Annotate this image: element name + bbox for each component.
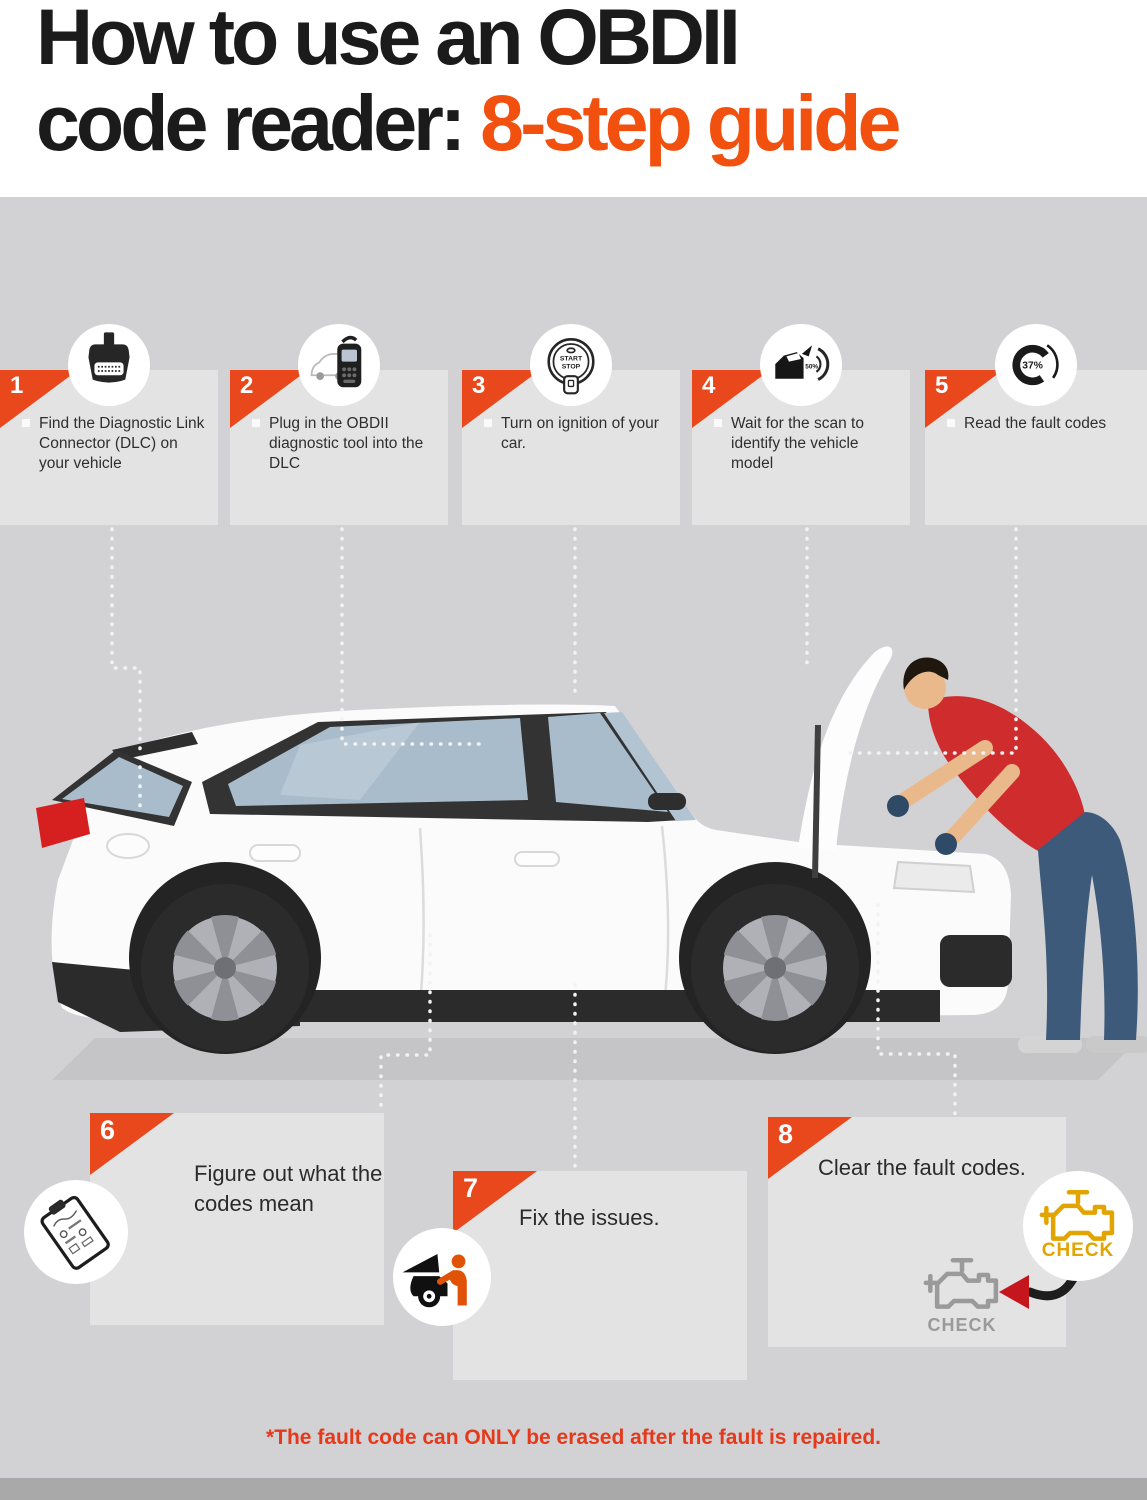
bottom-band: [0, 1478, 1147, 1500]
open-hood: [798, 646, 893, 850]
bullet-square: [484, 419, 492, 427]
glove-far: [887, 795, 909, 817]
check-label-on: CHECK: [1041, 1240, 1115, 1261]
step-card-4: 4 50% Wait for the scan to identify the …: [692, 324, 910, 525]
jeans: [1038, 812, 1138, 1040]
svg-text:37%: 37%: [1022, 360, 1043, 371]
step-card-5: 5 37% Read the fault codes: [925, 324, 1147, 525]
vehicle-scan-icon: 50%: [760, 324, 842, 406]
step-text: Turn on ignition of your car.: [501, 415, 659, 452]
glove-near: [935, 833, 957, 855]
step-text: Clear the fault codes.: [818, 1155, 1026, 1180]
headlight: [892, 860, 976, 894]
title-accent: 8-step guide: [480, 78, 901, 167]
glass-reflection: [280, 722, 420, 800]
step-number: 7: [463, 1173, 479, 1203]
step-number: 6: [100, 1115, 116, 1145]
title-line1: How to use an OBDII: [36, 0, 741, 81]
ground-shadow: [52, 1038, 1140, 1080]
arm-far: [897, 740, 993, 808]
door-handle-front: [514, 851, 560, 867]
step-card-2: 2 Plug in the OBDII diagnostic tool into…: [230, 324, 448, 525]
step-text: Figure out what the codes mean: [194, 1161, 383, 1216]
mechanic-repair-icon: [393, 1228, 491, 1326]
car: [36, 646, 1012, 1054]
fuel-door: [106, 833, 150, 859]
step-number: 4: [702, 372, 716, 399]
step-text: Wait for the scan to identify the vehicl…: [731, 415, 864, 472]
step-text-wrap: Plug in the OBDII diagnostic tool into t…: [252, 414, 438, 474]
rear-door-window: [228, 718, 528, 806]
step-text: Fix the issues.: [519, 1205, 660, 1230]
svg-text:START: START: [560, 356, 583, 363]
page-title: How to use an OBDII code reader: 8-step …: [36, 0, 901, 167]
step-card-7: 7 Fix the issues.: [453, 1171, 747, 1380]
diagnostic-report-icon: [24, 1180, 128, 1284]
dotted-connectors: [110, 527, 1018, 1170]
step-text-wrap: Read the fault codes: [947, 414, 1137, 434]
start-stop-button-icon: START STOP: [530, 324, 612, 406]
connector-step1: [110, 527, 142, 814]
step-text-wrap: Find the Diagnostic Link Connector (DLC)…: [22, 414, 208, 474]
step-number: 3: [472, 372, 486, 399]
step-text: Find the Diagnostic Link Connector (DLC)…: [39, 415, 205, 472]
rear-wheel: [129, 862, 321, 1054]
footer-note: *The fault code can ONLY be erased after…: [265, 1426, 882, 1449]
step-card-8: 8 Clear the fault codes.: [768, 1117, 1066, 1347]
svg-text:50%: 50%: [805, 363, 818, 370]
door-handle-rear: [249, 844, 301, 862]
step-card-6: 6 Figure out what the codes mean: [90, 1113, 384, 1325]
side-mirror-icon: [648, 793, 686, 810]
step-card-3: 3 START STOP Turn on ignition of your ca…: [462, 324, 680, 525]
rear-spoiler: [112, 732, 198, 760]
front-wheel: [679, 862, 871, 1054]
step-card-1: 1 Find the Diagnostic Link Connector (DL…: [0, 324, 218, 525]
step-number: 2: [240, 372, 254, 399]
scan-tool-icon: [298, 324, 380, 406]
connector-step6: [379, 933, 432, 1112]
hair: [903, 657, 949, 690]
hood-prop-rod: [812, 724, 821, 879]
front-door-window: [548, 713, 668, 812]
step-number-triangle: 6: [90, 1113, 174, 1175]
check-label-off: CHECK: [927, 1315, 997, 1335]
bullet-square: [714, 419, 722, 427]
progress-ring-icon: 37%: [995, 324, 1077, 406]
step-text-wrap: Wait for the scan to identify the vehicl…: [714, 414, 900, 474]
bullet-square: [947, 419, 955, 427]
front-bumper-insert: [940, 935, 1012, 987]
rear-window-glass: [62, 757, 183, 817]
title-line2: code reader: 8-step guide: [36, 78, 901, 167]
head: [904, 667, 946, 709]
check-engine-on-icon: CHECK: [1023, 1171, 1133, 1281]
step-text: Read the fault codes: [964, 415, 1107, 432]
step-number: 1: [10, 372, 24, 399]
bullet-square: [252, 419, 260, 427]
arm-near: [944, 764, 1020, 846]
check-engine-off-icon: CHECK: [920, 1258, 1004, 1336]
mechanic-person: [887, 657, 1147, 1053]
step-text-wrap: Turn on ignition of your car.: [484, 414, 670, 454]
car-illustration: [36, 527, 1147, 1170]
step-text: Plug in the OBDII diagnostic tool into t…: [269, 415, 424, 472]
bullet-square: [22, 419, 30, 427]
step-number: 5: [935, 372, 949, 399]
connector-step8: [876, 903, 957, 1117]
obd-connector-icon: [68, 324, 150, 406]
connector-step5: [846, 527, 1018, 755]
shoe-right: [1086, 1036, 1147, 1053]
svg-text:STOP: STOP: [562, 363, 581, 370]
taillight: [36, 798, 90, 848]
shoe-left: [1018, 1036, 1082, 1053]
step-number: 8: [778, 1119, 794, 1149]
